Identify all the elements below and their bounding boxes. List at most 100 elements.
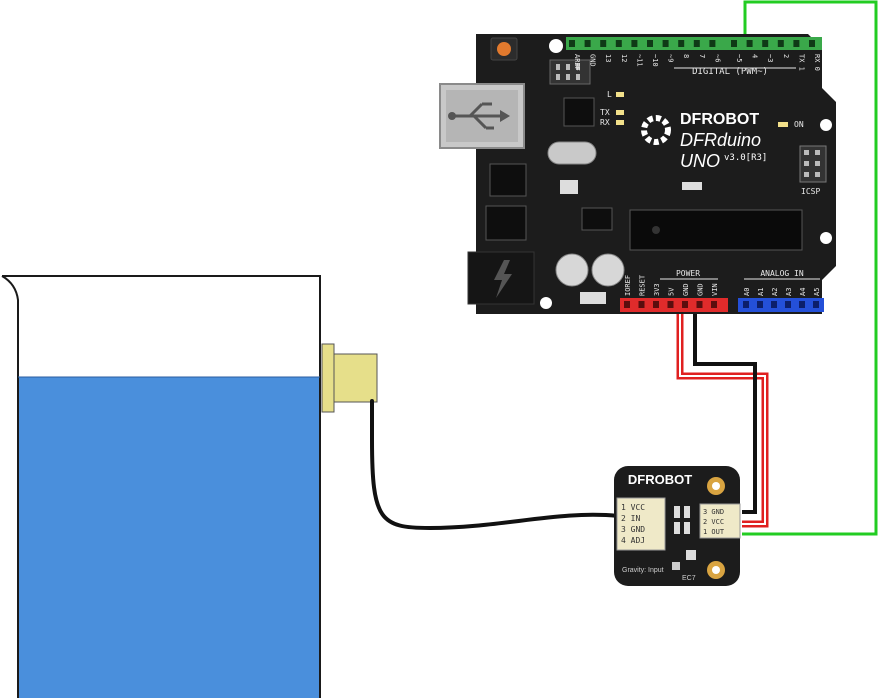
power-pin-label: GND: [682, 283, 690, 296]
reset-button-icon: [497, 42, 511, 56]
analog-pin-hole: [743, 301, 749, 308]
smd-part: [682, 182, 702, 190]
sensor-output-pin-label: 3 GND: [703, 508, 724, 516]
regulator-2: [485, 205, 527, 241]
power-pin-label: IOREF: [624, 275, 632, 296]
version-label: UNO: [680, 151, 720, 171]
mount-hole-gold-inner: [712, 482, 720, 490]
sensor-input-pin-label: 3 GND: [621, 525, 645, 534]
usb-chip: [563, 97, 595, 127]
probe-cable: [370, 399, 620, 531]
digital-pin-label: TX 1: [797, 54, 805, 71]
digital-pin-label: ~5: [735, 54, 743, 62]
icsp-label: ICSP: [801, 187, 820, 196]
digital-pin-label: ~9: [667, 54, 675, 62]
gear-logo-icon: [641, 115, 671, 145]
wire-gnd-black: [693, 310, 757, 514]
digital-pin-label: 4: [751, 54, 759, 58]
pin-header-small: [549, 59, 591, 85]
led-l: [616, 92, 624, 97]
digital-pin-label: ~3: [766, 54, 774, 62]
sensor-input-pin-labels: 1 VCC 2 IN 3 GND 4 ADJ: [621, 503, 645, 545]
analog-label: ANALOG IN: [760, 269, 804, 278]
mount-hole: [549, 39, 563, 53]
mount-hole: [820, 119, 832, 131]
digital-pin-hole: [809, 40, 815, 47]
sensor-input-pin-label: 4 ADJ: [621, 536, 645, 545]
sensor-bottom-right-text: EC7: [682, 575, 696, 582]
power-pin-hole: [682, 301, 688, 308]
analog-pin-label: A2: [771, 288, 779, 296]
led-tx: [616, 110, 624, 115]
crystal: [547, 141, 597, 165]
pin-header-small-pins: [556, 64, 580, 80]
sensor-brand: DFROBOT: [628, 472, 692, 487]
sensor-output-pin-label: 2 VCC: [703, 518, 724, 526]
digital-pin-hole: [584, 40, 591, 47]
beaker: [1, 275, 321, 698]
mount-hole: [820, 232, 832, 244]
digital-pin-holes: [569, 40, 815, 47]
mount-hole-gold-inner: [712, 566, 720, 574]
analog-pin-label: A1: [757, 288, 765, 296]
sensor-output-connector: [699, 503, 741, 539]
digital-pin-label: 2: [782, 54, 790, 58]
led-l-label: L: [607, 90, 612, 99]
usb-symbol-icon: [448, 102, 510, 130]
water: [18, 377, 320, 698]
sensor-output-pin-label: 1 OUT: [703, 528, 725, 536]
regulator: [489, 163, 527, 197]
digital-pin-hole: [569, 40, 575, 47]
capacitor: [555, 253, 589, 287]
chip-notch: [652, 226, 660, 234]
digital-pin-hole: [709, 40, 716, 47]
probe-flange: [321, 343, 335, 413]
digital-pin-hole: [647, 40, 653, 47]
analog-pin-label: A3: [785, 288, 793, 296]
sensor-bottom-left-text: Gravity: Input: [622, 567, 664, 574]
icsp-pins: [804, 150, 820, 177]
digital-pin-hole: [631, 40, 638, 47]
wire-signal-green: [742, 0, 878, 536]
analog-pin-label: A0: [743, 288, 751, 296]
digital-pin-label: ~11: [635, 54, 643, 67]
sensor-input-pin-label: 1 VCC: [621, 503, 645, 512]
power-pin-hole: [667, 301, 674, 308]
power-pin-hole: [711, 301, 717, 308]
digital-pin-label: AREF: [573, 54, 581, 71]
mount-hole: [540, 297, 552, 309]
digital-pin-hole: [731, 40, 737, 47]
led-rx: [616, 120, 624, 125]
smd-part: [684, 506, 690, 518]
smd-part: [684, 522, 690, 534]
analog-pin-hole: [799, 301, 805, 308]
power-pin-label: GND: [697, 283, 705, 296]
power-pin-hole: [638, 301, 645, 308]
analog-pin-hole: [757, 301, 763, 308]
on-label: ON: [794, 120, 804, 129]
analog-pin-hole: [771, 301, 777, 308]
digital-pin-hole: [777, 40, 784, 47]
analog-pin-hole: [785, 301, 791, 308]
power-pin-label: VIN: [711, 283, 719, 296]
power-pin-hole: [653, 301, 659, 308]
digital-pin-hole: [662, 40, 669, 47]
sensor-input-pin-label: 2 IN: [621, 514, 640, 523]
lightning-icon: [494, 260, 512, 298]
digital-pin-hole: [693, 40, 700, 47]
version-suffix: v3.0[R3]: [724, 153, 767, 163]
power-label: POWER: [676, 269, 700, 278]
led-tx-label: TX: [600, 108, 610, 117]
led-rx-label: RX: [600, 118, 610, 127]
power-pin-label: 5V: [668, 287, 676, 296]
digital-pin-label: ~6: [713, 54, 721, 62]
smd-part: [674, 506, 680, 518]
digital-pin-hole: [600, 40, 607, 47]
power-pin-hole: [696, 301, 703, 308]
small-chip: [581, 207, 613, 231]
